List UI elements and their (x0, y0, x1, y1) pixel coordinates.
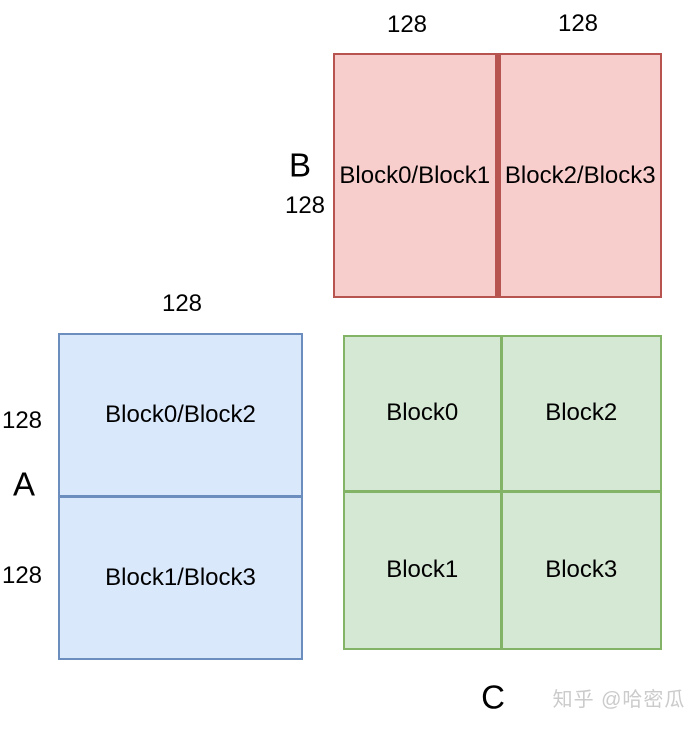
matrix-c-cell-3: Block3 (545, 556, 618, 584)
matrix-c-rect: Block0 Block2 Block1 Block3 (343, 335, 662, 650)
matrix-a-row-dim-label-1: 128 (1, 562, 43, 589)
matrix-c-cell-2: Block1 (345, 492, 503, 648)
matrix-b-row-dim-label-0: 128 (284, 192, 326, 219)
matrix-b-col-dim-label-0: 128 (386, 11, 428, 38)
matrix-c-cell-0: Block0 (345, 337, 503, 493)
matrix-b-cell-0: Block0/Block1 (339, 161, 491, 189)
matrix-b-name-label: B (288, 146, 312, 184)
zhihu-watermark: 知乎 @哈密瓜 (552, 689, 686, 711)
matrix-a-row-dim-label-0: 128 (1, 407, 43, 434)
matrix-b-cell-1: Block2/Block3 (494, 55, 661, 296)
matrix-c-name-label: C (481, 678, 505, 716)
matrix-a-rect: Block0/Block2 Block1/Block3 (58, 333, 303, 660)
matrix-c-cell-1: Block2 (502, 337, 660, 493)
matrix-a-col-dim-label-0: 128 (161, 290, 203, 317)
matrix-a-name-label: A (12, 465, 36, 503)
matrix-b-rect: Block0/Block1 Block2/Block3 (333, 53, 662, 298)
matrix-b-col-dim-label-1: 128 (557, 10, 599, 37)
matrix-a-cell-1: Block1/Block3 (60, 495, 301, 658)
matrix-a-cell-0: Block0/Block2 (105, 401, 256, 428)
